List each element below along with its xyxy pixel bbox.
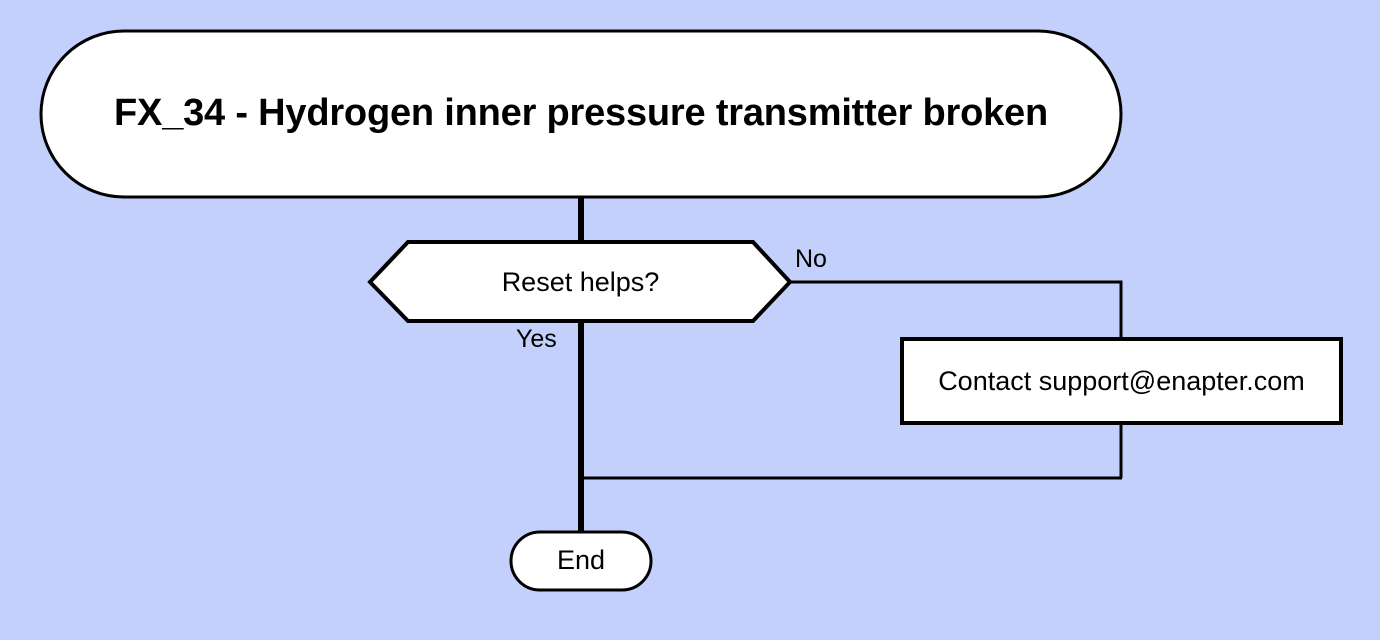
- decision-shape[interactable]: [367, 240, 793, 323]
- process-shape[interactable]: [900, 337, 1343, 425]
- end-terminator-shape[interactable]: [509, 530, 653, 592]
- start-terminator-shape[interactable]: [39, 29, 1123, 199]
